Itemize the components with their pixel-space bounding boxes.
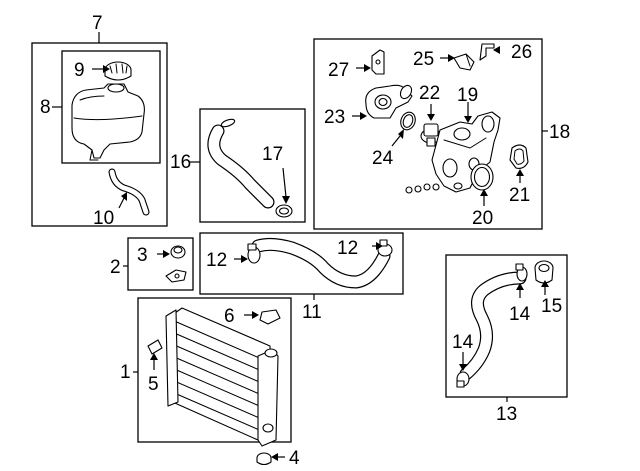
- callout-26: 26: [511, 42, 532, 63]
- group-box-1: [137, 297, 292, 443]
- sensor-clip-part: [479, 43, 495, 61]
- thermostat-part: [420, 123, 442, 147]
- callout-5: 5: [148, 374, 159, 395]
- callout-14-top: 14: [509, 304, 531, 325]
- callout-19: 19: [457, 85, 478, 106]
- temperature-sensor-part: [453, 53, 475, 71]
- callout-10: 10: [93, 208, 114, 229]
- callout-24: 24: [372, 148, 394, 169]
- callout-7: 7: [92, 13, 103, 34]
- thermostat-housing-group: 18 27 25 26 23: [313, 38, 570, 230]
- mount-clip-group: 2 3: [110, 237, 194, 291]
- overflow-hose-part: [108, 168, 150, 216]
- bypass-clamp-top-part: [515, 263, 528, 282]
- callout-12-left: 12: [206, 250, 227, 271]
- callout-2: 2: [110, 257, 121, 278]
- callout-14-bottom: 14: [452, 332, 474, 353]
- callout-4: 4: [289, 448, 300, 469]
- hose-clamp-right-part: [377, 239, 393, 257]
- callout-22: 22: [419, 83, 440, 104]
- callout-15: 15: [541, 296, 562, 317]
- bypass-hose-part: [459, 271, 527, 381]
- callout-8: 8: [40, 97, 51, 118]
- callout-11: 11: [302, 302, 322, 323]
- radiator-group: 1 5 6: [120, 297, 292, 447]
- mount-insulator-part: [170, 245, 186, 259]
- housing-gasket-part: [509, 144, 529, 169]
- bypass-hose-group: 13 14 14 15: [445, 254, 568, 425]
- callout-18: 18: [549, 122, 570, 143]
- housing-o-ring-part: [470, 163, 494, 191]
- lower-hose-part: [251, 237, 391, 289]
- lower-hose-group: 11 12 12: [199, 232, 404, 323]
- group-box-18: [313, 38, 543, 230]
- callout-20: 20: [472, 208, 493, 229]
- outlet-gasket-part: [400, 111, 416, 131]
- water-outlet-part: [365, 84, 413, 119]
- callout-25: 25: [413, 49, 434, 70]
- bypass-clamp-bottom-part: [456, 371, 470, 388]
- callout-21: 21: [509, 185, 530, 206]
- lower-insulator-part: [256, 452, 272, 466]
- reservoir-cap-part: [104, 61, 132, 81]
- callout-9: 9: [74, 60, 85, 81]
- hose-clamp-left-part: [247, 243, 261, 264]
- callout-13: 13: [496, 404, 517, 425]
- upper-hose-part: [207, 118, 293, 218]
- reservoir-group: 7 8 9 10: [31, 13, 168, 229]
- radiator-seal-part: [147, 339, 163, 355]
- reservoir-tank-part: [71, 83, 145, 161]
- thermostat-housing-part: [405, 111, 501, 194]
- callout-6: 6: [224, 306, 235, 327]
- group-box-2: [127, 237, 194, 291]
- group-box-11: [199, 232, 404, 295]
- upper-hose-group: 16 17: [170, 108, 306, 223]
- callout-27: 27: [328, 60, 349, 81]
- radiator-part: [165, 307, 279, 447]
- callout-16: 16: [170, 152, 191, 173]
- callout-12-right: 12: [337, 238, 358, 259]
- callout-17: 17: [262, 144, 283, 165]
- radiator-bracket-part: [259, 309, 281, 325]
- bracket-part: [371, 49, 385, 75]
- group-box-16: [199, 108, 306, 223]
- mount-bracket-part: [165, 269, 187, 283]
- callout-1: 1: [120, 362, 131, 383]
- callout-23: 23: [324, 107, 345, 128]
- callout-3: 3: [137, 245, 148, 266]
- bypass-fitting-part: [534, 260, 554, 284]
